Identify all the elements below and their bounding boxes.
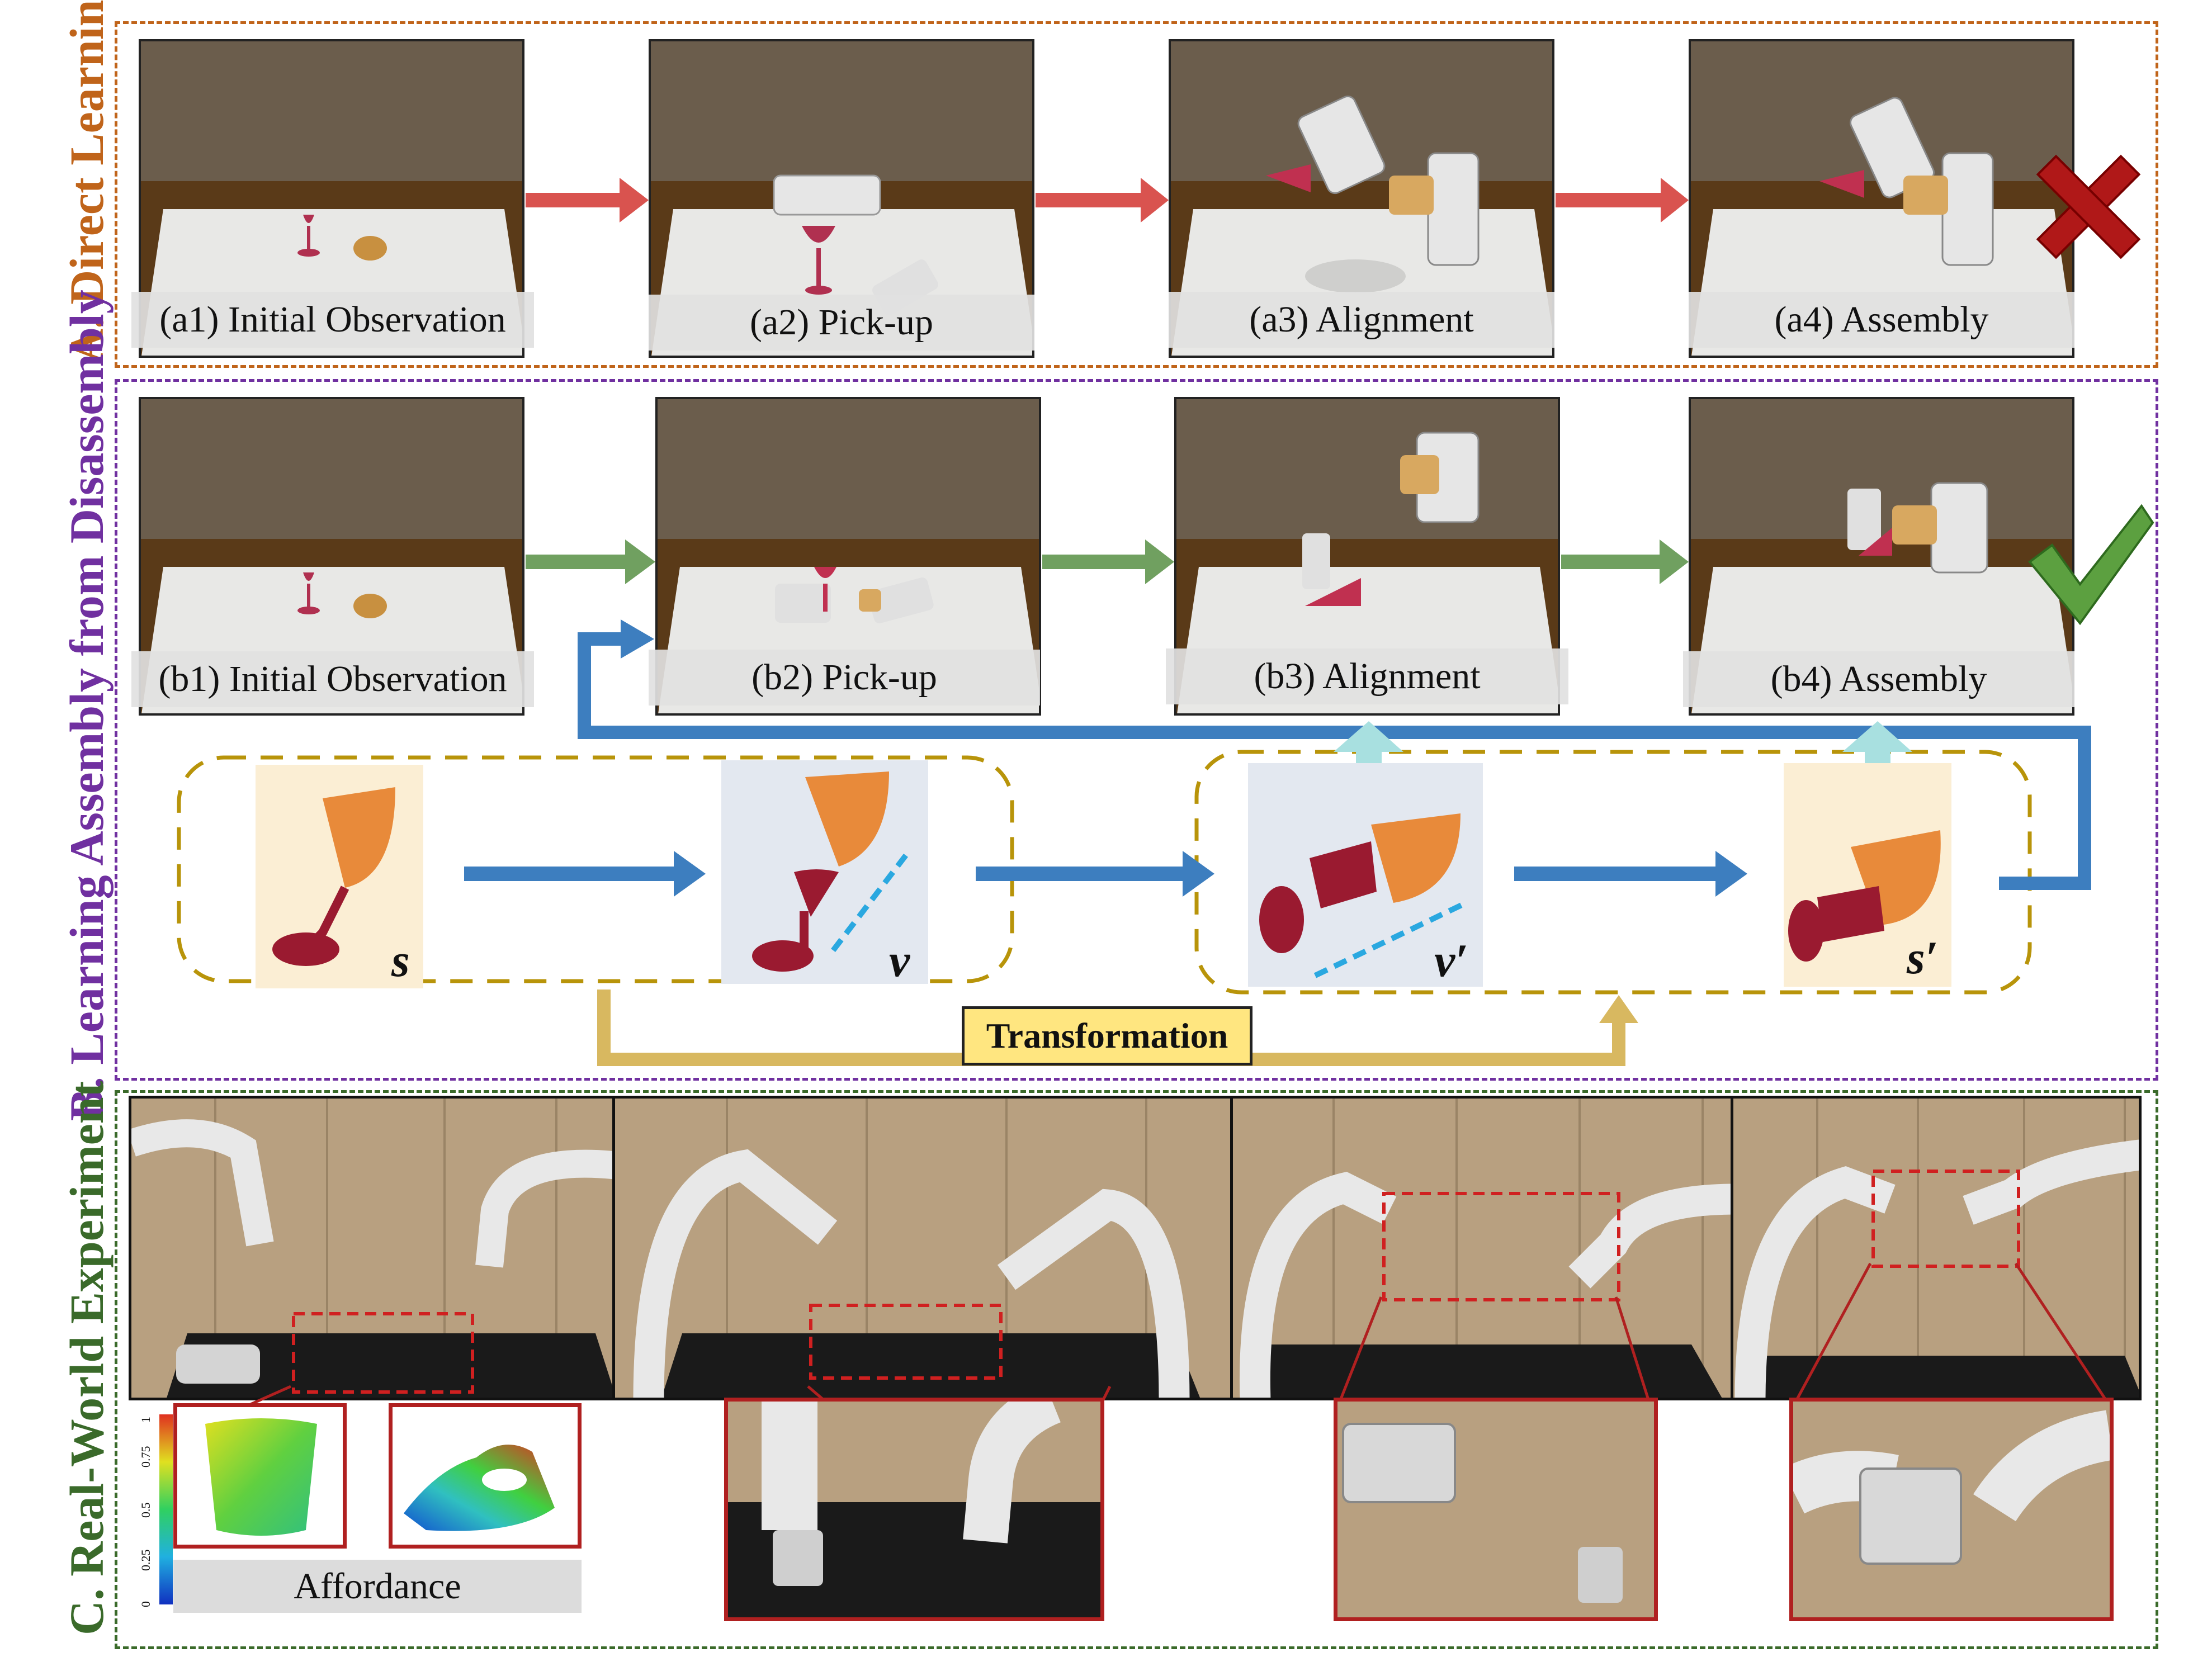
red-cross-icon xyxy=(2036,154,2141,259)
affordance-colorbar xyxy=(159,1414,173,1604)
zoom-inset-3 xyxy=(1334,1398,1658,1621)
flow-thumb-v xyxy=(721,760,928,984)
caption-a1: (a1) Initial Observation xyxy=(131,292,534,348)
affordance-map-gripper xyxy=(389,1403,582,1549)
caption-b4: (b4) Assembly xyxy=(1683,651,2074,707)
section-a-box xyxy=(115,21,2158,368)
colorbar-tick-025: 0.25 xyxy=(139,1549,153,1571)
caption-b2: (b2) Pick-up xyxy=(649,650,1040,706)
colorbar-tick-1: 1 xyxy=(139,1417,153,1423)
affordance-map-cup xyxy=(173,1403,347,1549)
affordance-label: Affordance xyxy=(173,1560,582,1613)
caption-a4: (a4) Assembly xyxy=(1689,292,2074,348)
real-photo-3 xyxy=(1230,1096,1733,1400)
green-check-icon xyxy=(2028,504,2154,626)
colorbar-tick-0: 0 xyxy=(139,1601,153,1607)
colorbar-tick-05: 0.5 xyxy=(139,1502,153,1518)
real-photo-4 xyxy=(1731,1096,2142,1400)
zoom-inset-2 xyxy=(724,1398,1104,1621)
flow-thumb-v-prime xyxy=(1248,763,1483,987)
real-photo-1 xyxy=(129,1096,615,1400)
zoom-inset-4 xyxy=(1789,1398,2114,1621)
caption-a3: (a3) Alignment xyxy=(1169,292,1554,348)
flow-symbol-v-prime: v′ xyxy=(1434,935,1468,987)
section-c-box xyxy=(115,1090,2158,1649)
caption-a2: (a2) Pick-up xyxy=(649,295,1034,351)
flow-thumb-s xyxy=(256,765,423,988)
real-photo-2 xyxy=(612,1096,1233,1400)
flow-symbol-s-prime: s′ xyxy=(1907,932,1939,984)
section-b-box xyxy=(115,379,2158,1081)
flow-symbol-s: s xyxy=(391,935,410,987)
row-a-arrows xyxy=(526,178,1689,222)
flow-symbol-v: v xyxy=(889,935,910,987)
row-b-arrows xyxy=(526,539,1689,584)
caption-b3: (b3) Alignment xyxy=(1166,648,1568,704)
caption-b1: (b1) Initial Observation xyxy=(131,651,534,707)
colorbar-tick-075: 0.75 xyxy=(139,1446,153,1468)
transformation-label: Transformation xyxy=(962,1006,1252,1066)
flow-thumb-s-prime xyxy=(1784,763,1951,987)
